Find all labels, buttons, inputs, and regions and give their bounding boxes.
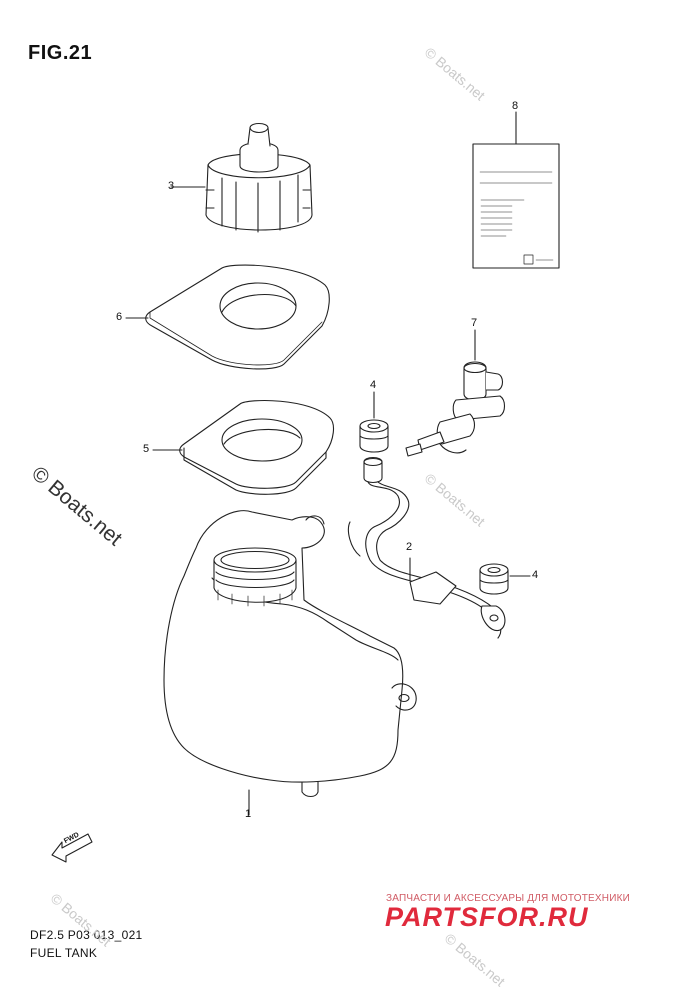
figure-title: FIG.21 [28,42,93,64]
grommet-part-upper [359,391,389,453]
fuel-cock-part [405,329,506,457]
callout-label-4-upper: 4 [370,379,377,391]
owners-manual-part [472,143,560,269]
fuel-pipe-part [347,456,506,639]
grommet-part-lower [479,563,531,595]
callout-label-1: 1 [245,808,252,820]
callout-label-8: 8 [512,100,519,112]
brand-logo: PARTSFOR.RU [385,902,589,932]
callout-label-3: 3 [168,180,175,192]
fwd-arrow-icon [51,833,93,863]
callout-label-4-lower: 4 [532,569,539,581]
cushion-part [152,399,335,495]
gasket-part [125,264,330,370]
figure-name: FUEL TANK [30,946,98,960]
fuel-cap-part [170,122,313,233]
callout-label-7: 7 [471,317,478,329]
fuel-tank-part [163,510,417,816]
figure-code: DF2.5 P03 013_021 [30,928,143,942]
brand-subtitle: ЗАПЧАСТИ И АКСЕССУАРЫ ДЛЯ МОТОТЕХНИКИ [386,893,631,904]
callout-label-5: 5 [143,443,150,455]
callout-label-2: 2 [406,541,413,553]
callout-label-6: 6 [116,311,123,323]
